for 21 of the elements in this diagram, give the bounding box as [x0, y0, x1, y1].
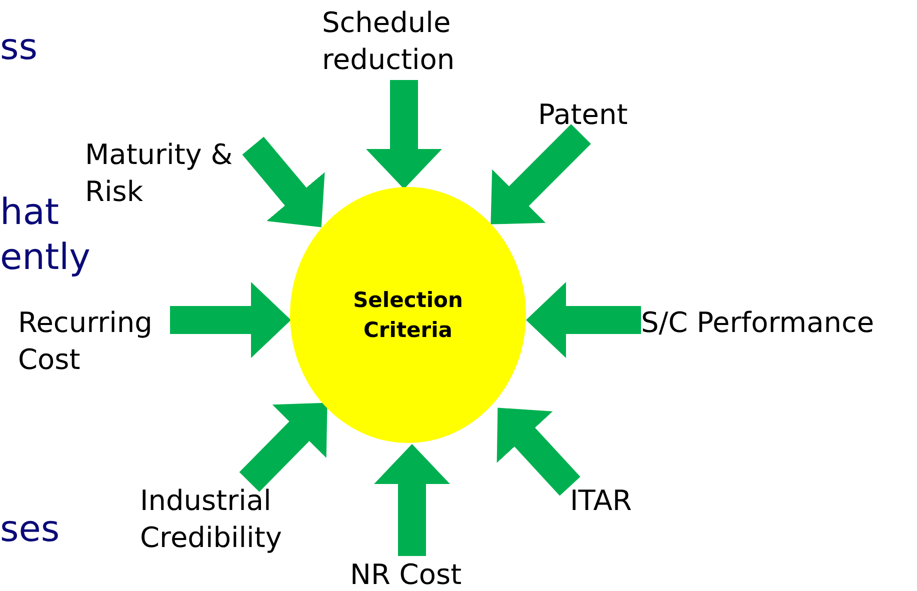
criterion-label: Industrial Credibility	[140, 482, 300, 556]
criterion-label: Patent	[538, 96, 638, 134]
block-arrow	[490, 124, 591, 224]
criterion-label: S/C Performance	[641, 304, 907, 342]
ellipse-label: Selection Criteria	[352, 287, 464, 344]
block-arrow	[374, 444, 450, 556]
criterion-label: Schedule reduction	[322, 4, 474, 80]
slide-text-fragment: ently	[0, 238, 90, 278]
block-arrow	[496, 408, 580, 496]
criterion-label: ITAR	[570, 482, 650, 520]
block-arrow	[526, 282, 641, 358]
block-arrow	[366, 80, 442, 189]
block-arrow	[239, 402, 328, 492]
criterion-label: NR Cost	[350, 556, 478, 591]
slide-text-fragment: hat	[0, 193, 59, 233]
slide-text-fragment: ss	[0, 28, 38, 68]
criterion-label: Maturity & Risk	[85, 136, 253, 210]
slide-text-fragment: ses	[0, 510, 60, 550]
criterion-label: Recurring Cost	[18, 304, 170, 378]
block-arrow	[170, 282, 291, 358]
block-arrow	[242, 136, 325, 228]
